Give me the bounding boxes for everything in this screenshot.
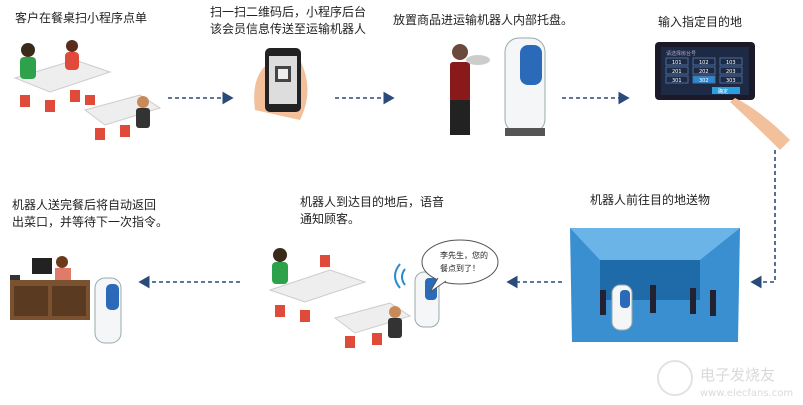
room-button[interactable] [719,75,743,84]
phone-scan-illustration [254,48,308,120]
room-label: 201 [672,69,682,75]
room-button[interactable] [665,66,689,75]
arrow-4-5 [750,150,776,289]
room-label: 302 [699,78,709,84]
room-label: 203 [726,69,736,75]
speech-line2: 餐点到了！ [440,264,480,273]
room-button[interactable] [692,66,716,75]
step6-text-line1: 机器人到达目的地后，语音 [300,195,445,209]
watermark-url: www.elecfans.com [700,388,793,399]
tablet-title: 请选择房台号 [666,50,696,57]
room-label: 301 [672,78,682,84]
watermark-name: 电子发烧友 [700,366,775,384]
step3-text: 放置商品进运输机器人内部托盘。 [393,13,574,27]
room-button[interactable] [665,57,689,66]
hand-icon [730,98,790,150]
step7-text-line2: 出菜口，并等待下一次指令。 [12,215,169,229]
speech-line1: 李先生，您的 [440,250,488,260]
tablet-confirm-label: 确定 [718,88,728,95]
restaurant-scene-1 [13,40,162,140]
room-button[interactable] [692,57,716,66]
restaurant-scene-2: 李先生，您的 餐点到了！ [268,239,499,348]
room-label: 102 [699,60,709,66]
wifi-signal-icon [394,263,406,289]
elecfans-watermark-logo: 电子发烧友 www.elecfans.com [657,360,793,399]
tablet-illustration: 请选择房台号 101 102 103 201 202 203 301 302 303 确定 [655,42,790,150]
room-label: 101 [672,60,682,66]
speech-bubble [421,239,499,285]
room-button[interactable] [719,66,743,75]
step5-text: 机器人前往目的地送物 [590,193,711,207]
waiter-robot-illustration [450,37,546,136]
step1-text: 客户在餐桌扫小程序点单 [15,11,148,25]
step4-text: 输入指定目的地 [658,15,743,29]
destination-room-scene [570,228,740,342]
room-button[interactable] [692,75,716,84]
room-label: 303 [726,78,736,84]
step2-text-line2: 该会员信息传送至运输机器人 [210,22,367,36]
step6-text-line2: 通知顾客。 [300,212,361,226]
room-button[interactable] [719,57,743,66]
room-button[interactable] [665,75,689,84]
kitchen-counter-scene [10,256,122,344]
room-label: 103 [726,60,736,66]
step2-text-line1: 扫一扫二维码后，小程序后台 [210,5,367,19]
step7-text-line1: 机器人送完餐后将自动返回 [12,198,157,212]
room-label: 202 [699,69,709,75]
tablet-confirm-button[interactable] [712,87,740,94]
